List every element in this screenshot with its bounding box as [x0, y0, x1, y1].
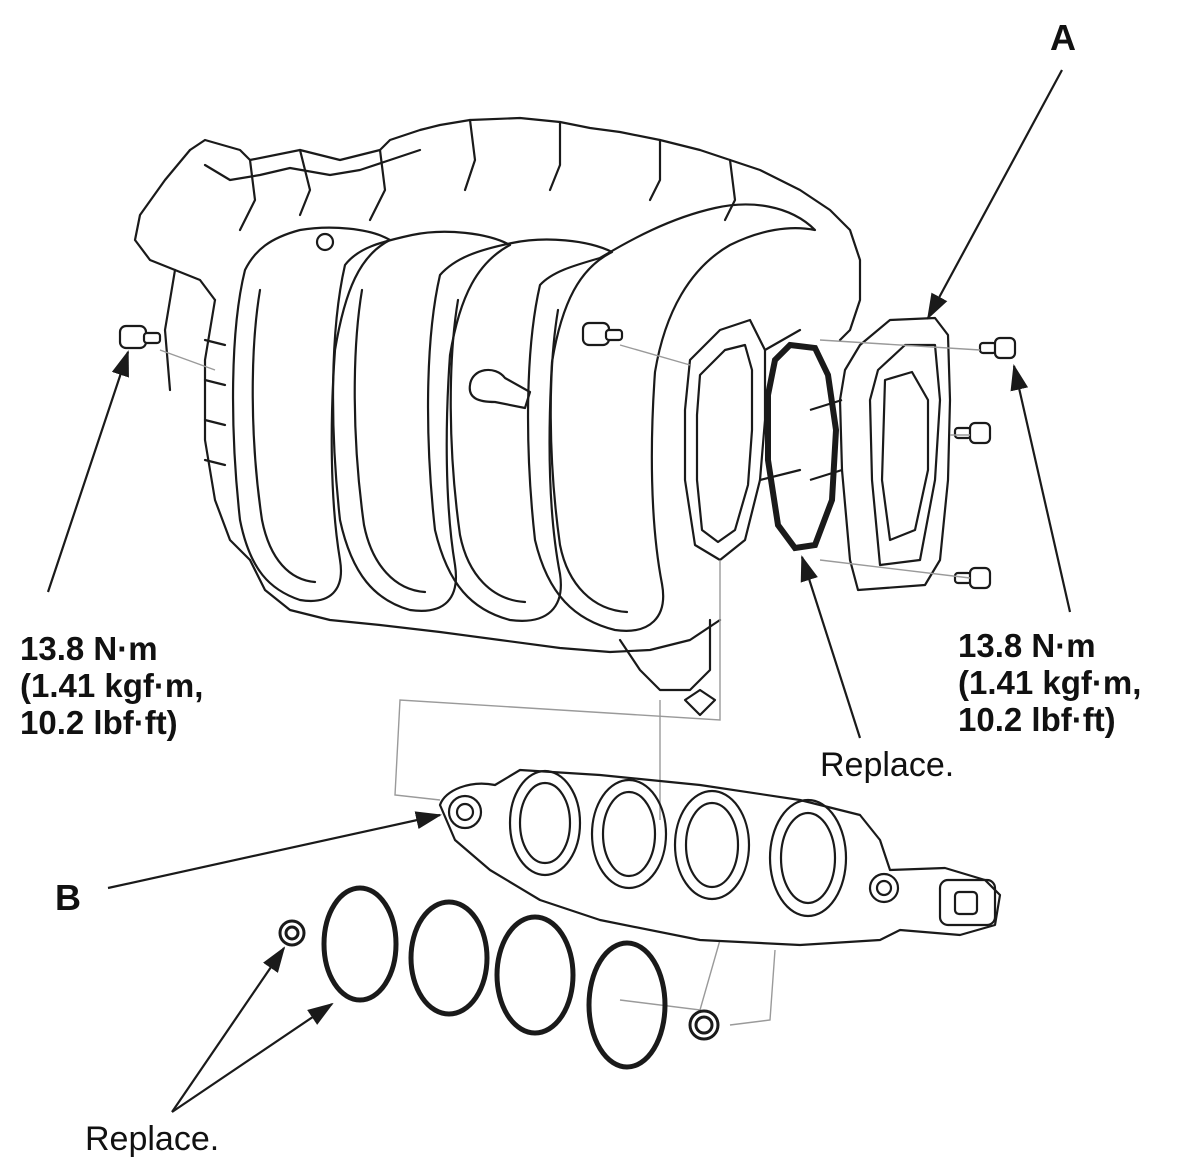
replace-note-seals: Replace. [85, 1120, 220, 1158]
callout-b: B [55, 877, 81, 918]
throttle-body-gasket [765, 341, 840, 552]
torque-left-line2: (1.41 kgf·m, [20, 667, 204, 704]
torque-right-line2: (1.41 kgf·m, [958, 664, 1142, 701]
throttle-body [809, 316, 952, 592]
callout-a: A [1050, 17, 1076, 58]
manifold-insulator [438, 768, 1002, 947]
leader-left-bolt [46, 350, 130, 593]
leader-gasket [800, 555, 862, 739]
torque-spec-right: 13.8 N·m (1.41 kgf·m, 10.2 lbf·ft) [958, 627, 1141, 738]
torque-spec-left: 13.8 N·m (1.41 kgf·m, 10.2 lbf·ft) [20, 630, 203, 741]
leader-arrows [46, 69, 1072, 1113]
leader-a [927, 69, 1063, 320]
port-seals [321, 885, 668, 1070]
torque-right-line3: 10.2 lbf·ft) [958, 701, 1116, 738]
alignment-guides [159, 339, 981, 1026]
leader-b [107, 811, 442, 890]
dowel-seals [278, 919, 720, 1041]
leader-seal [171, 1002, 334, 1113]
intake-manifold [133, 116, 862, 717]
leader-right-bolt [1010, 364, 1072, 613]
torque-left-line1: 13.8 N·m [20, 630, 158, 667]
torque-right-line1: 13.8 N·m [958, 627, 1096, 664]
torque-left-line3: 10.2 lbf·ft) [20, 704, 178, 741]
throttle-bolts [953, 336, 1017, 590]
manifold-bolt-center [581, 321, 624, 347]
manifold-bolt-left [118, 324, 162, 350]
replace-note-gasket: Replace. [820, 746, 955, 784]
leader-dowel [171, 946, 286, 1113]
